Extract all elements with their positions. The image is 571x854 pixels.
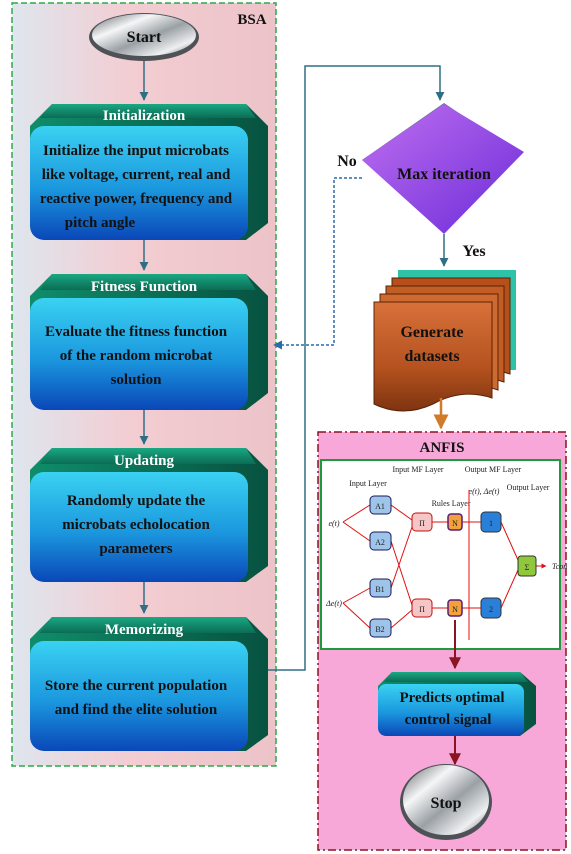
predict-node: Predicts optimal control signal [378, 672, 536, 736]
rule-node: Π [411, 512, 433, 532]
rule-node: Π [411, 598, 433, 618]
input-label: e(t) [328, 519, 339, 528]
step-title: Initialization [103, 108, 186, 124]
step-text-line: reactive power, frequency and [40, 191, 233, 207]
anfis-label: ANFIS [419, 440, 464, 456]
arrow-memorize-decision [268, 65, 445, 671]
arrow-no-to-fitness [273, 177, 362, 350]
svg-text:B1: B1 [375, 585, 384, 594]
datasets-line: Generate [400, 324, 463, 341]
step-text-line: and find the elite solution [55, 702, 218, 718]
step-text-line: pitch angle [65, 215, 136, 231]
mf-node-b2: B2 [369, 618, 392, 638]
step-text-line: Store the current population [45, 678, 228, 694]
step-title: Memorizing [105, 622, 184, 638]
datasets-line: datasets [404, 348, 459, 365]
input-label: Δe(t) [325, 599, 342, 608]
out-mf-node: 2 [480, 597, 502, 619]
predict-line: Predicts optimal [399, 690, 504, 706]
norm-node: N [447, 599, 463, 617]
step-memorizing: Memorizing Store the current population … [30, 617, 268, 751]
norm-node: N [447, 513, 463, 531]
svg-text:Π: Π [419, 519, 425, 528]
mf-node-b1: B1 [369, 578, 392, 598]
yes-label: Yes [462, 243, 485, 260]
sum-node: Σ [517, 555, 537, 577]
step-text-line: Initialize the input microbats [43, 143, 229, 159]
svg-text:Π: Π [419, 605, 425, 614]
svg-text:Σ: Σ [525, 563, 530, 572]
svg-text:A1: A1 [375, 502, 385, 511]
step-updating: Updating Randomly update the microbats e… [30, 448, 268, 582]
step-text-line: microbats echolocation [62, 517, 210, 533]
decision-label: Max iteration [397, 166, 491, 183]
svg-text:2: 2 [489, 605, 493, 614]
layer-label: Rules Layer [432, 499, 471, 508]
svg-text:1: 1 [489, 519, 493, 528]
step-text-line: parameters [99, 541, 172, 557]
step-fitness-function: Fitness Function Evaluate the fitness fu… [30, 274, 268, 410]
start-label: Start [127, 29, 162, 46]
step-text-line: Randomly update the [67, 493, 206, 509]
step-text-line: like voltage, current, real and [42, 167, 231, 183]
layer-label: Output MF Layer [465, 465, 522, 474]
step-text-line: Evaluate the fitness function [45, 324, 228, 340]
svg-text:N: N [452, 605, 458, 614]
svg-text:N: N [452, 519, 458, 528]
mf-node-a1: A1 [369, 495, 392, 515]
start-node: Start [89, 13, 199, 61]
predict-line: control signal [405, 712, 492, 728]
layer-label: Input MF Layer [392, 465, 443, 474]
no-label: No [337, 153, 357, 170]
step-title: Updating [114, 453, 175, 469]
datasets-node: Generate datasets [373, 270, 516, 412]
stop-label: Stop [430, 795, 461, 812]
step-text-line: of the random microbat [60, 348, 213, 364]
output-label: Tcon [552, 562, 567, 571]
svg-text:B2: B2 [375, 625, 384, 634]
mf-node-a2: A2 [369, 531, 392, 551]
step-initialization: Initialization Initialize the input micr… [30, 104, 268, 240]
stop-node: Stop [400, 764, 492, 840]
step-text-line: solution [111, 372, 163, 388]
svg-text:A2: A2 [375, 538, 385, 547]
step-title: Fitness Function [91, 279, 198, 295]
layer-label: Input Layer [349, 479, 387, 488]
feedback-label: e(t), Δe(t) [469, 487, 500, 496]
anfis-network: Input Layer Input MF Layer Rules Layer O… [320, 459, 567, 650]
bsa-label: BSA [237, 12, 266, 28]
layer-label: Output Layer [507, 483, 550, 492]
out-mf-node: 1 [480, 511, 502, 533]
decision-max-iteration: Max iteration [362, 103, 524, 234]
